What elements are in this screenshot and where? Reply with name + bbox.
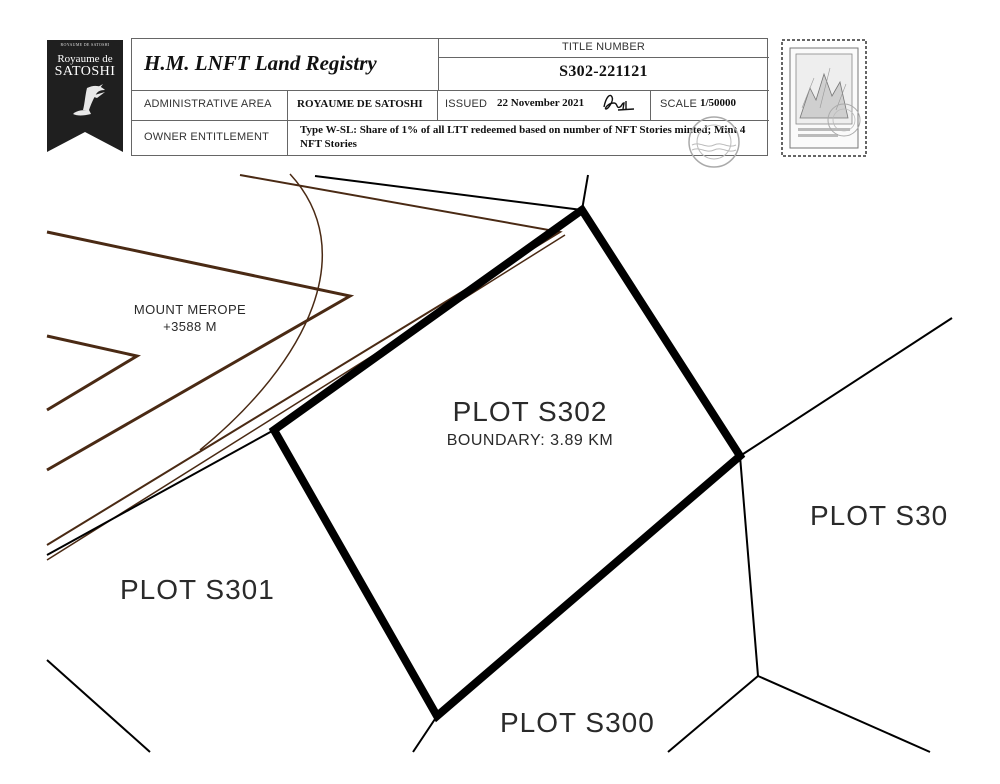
plot-main-label: PLOT S302 (452, 396, 608, 427)
contour-upper (46, 230, 355, 472)
badge-line1: Royaume de (57, 53, 113, 65)
scale-value: 1/50000 (700, 97, 737, 109)
signature-icon (603, 94, 635, 111)
plot-right-label: PLOT S30 (810, 500, 949, 531)
title-number: S302-221121 (559, 63, 648, 80)
issued-value: 22 November 2021 (497, 97, 585, 109)
issued-label: ISSUED (445, 98, 488, 110)
postmark-stamp-icon (688, 116, 740, 168)
neighbour-boundaries (46, 174, 953, 753)
kingdom-badge: ROYAUME DE SATOSHI Royaume de SATOSHI (47, 40, 123, 152)
registry-title: H.M. LNFT Land Registry (144, 51, 377, 75)
plot-boundary-label: BOUNDARY: 3.89 KM (446, 432, 614, 449)
mount-height: +3588 M (163, 319, 217, 334)
owner-entitlement-value: Type W-SL: Share of 1% of all LTT redeem… (300, 124, 746, 150)
winged-foot-icon (73, 84, 105, 116)
contour-diagonal (46, 234, 566, 561)
badge-top-text: ROYAUME DE SATOSHI (60, 42, 110, 47)
scale-label: SCALE (660, 98, 698, 110)
badge-line2: SATOSHI (54, 64, 116, 79)
plot-s302-boundary (268, 204, 746, 723)
owner-entitlement-label: OWNER ENTITLEMENT (144, 131, 270, 143)
postage-stamp-icon (781, 39, 867, 157)
title-block: H.M. LNFT Land Registry TITLE NUMBER S30… (131, 38, 769, 156)
contour-inner (46, 334, 141, 412)
contour-curve (199, 173, 323, 451)
admin-area-value: ROYAUME DE SATOSHI (297, 98, 423, 110)
plot-bottom-label: PLOT S300 (500, 707, 655, 738)
contour-lines (46, 173, 566, 561)
plot-left-label: PLOT S301 (120, 574, 275, 605)
admin-area-label: ADMINISTRATIVE AREA (144, 98, 272, 110)
title-number-label: TITLE NUMBER (561, 41, 646, 53)
contour-long (46, 174, 563, 546)
mount-label: MOUNT MEROPE +3588 M (120, 301, 260, 335)
mount-name: MOUNT MEROPE (133, 302, 247, 317)
